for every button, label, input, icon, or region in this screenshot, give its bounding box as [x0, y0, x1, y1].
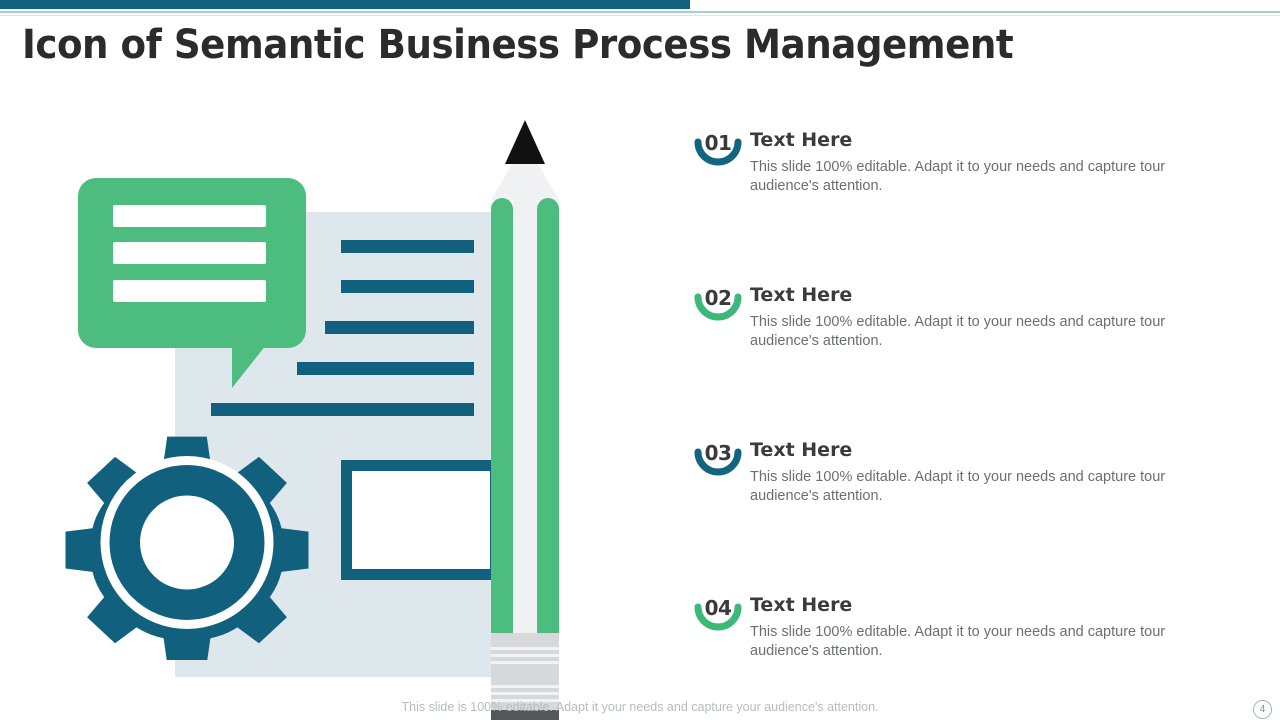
pencil-body-right [537, 198, 559, 633]
list-item[interactable]: 01 Text Here This slide 100% editable. A… [694, 120, 1254, 275]
item-body: This slide 100% editable. Adapt it to yo… [750, 624, 1166, 659]
top-accent-bar-light [690, 0, 1280, 9]
bubble-line [113, 242, 266, 264]
top-accent-bar-dark [0, 0, 690, 9]
item-body: This slide 100% editable. Adapt it to yo… [750, 159, 1166, 194]
number-badge-icon: 03 [694, 438, 742, 478]
badge-number: 04 [704, 596, 732, 620]
pencil-icon [491, 120, 569, 720]
speech-bubble-tail [232, 340, 270, 388]
page-title: Icon of Semantic Business Process Manage… [22, 22, 1014, 68]
pencil-eraser [491, 710, 559, 720]
list-item[interactable]: 02 Text Here This slide 100% editable. A… [694, 275, 1254, 430]
bubble-line [113, 280, 266, 302]
pencil-wood [491, 142, 559, 200]
badge-number: 03 [704, 441, 732, 465]
speech-bubble-icon [78, 178, 306, 348]
number-badge-icon: 02 [694, 283, 742, 323]
pencil-ferrule [491, 633, 559, 710]
number-badge-icon: 04 [694, 593, 742, 633]
list-item[interactable]: 04 Text Here This slide 100% editable. A… [694, 585, 1254, 720]
document-line [297, 362, 474, 375]
item-title: Text Here [750, 439, 853, 461]
badge-number: 02 [704, 286, 732, 310]
number-badge-icon: 01 [694, 128, 742, 168]
illustration-panel [0, 100, 660, 720]
list-item[interactable]: 03 Text Here This slide 100% editable. A… [694, 430, 1254, 585]
footer-note: This slide is 100% editable. Adapt it yo… [401, 700, 879, 714]
item-title: Text Here [750, 594, 853, 616]
document-line [341, 280, 474, 293]
gear-icon [63, 425, 311, 664]
pencil-body-core [513, 180, 537, 633]
item-title: Text Here [750, 129, 853, 151]
page-number-badge: 4 [1253, 700, 1272, 719]
document-line [211, 403, 474, 416]
pencil-body-left [491, 198, 513, 633]
pencil-tip [505, 120, 545, 164]
item-body: This slide 100% editable. Adapt it to yo… [750, 314, 1166, 349]
content-list: 01 Text Here This slide 100% editable. A… [694, 120, 1254, 720]
item-title: Text Here [750, 284, 853, 306]
image-placeholder-box [341, 460, 501, 580]
item-body: This slide 100% editable. Adapt it to yo… [750, 469, 1166, 504]
top-rule-primary [0, 11, 1280, 13]
document-line [325, 321, 474, 334]
document-line [341, 240, 474, 253]
top-rule-secondary [0, 15, 1280, 16]
badge-number: 01 [704, 131, 732, 155]
bubble-line [113, 205, 266, 227]
